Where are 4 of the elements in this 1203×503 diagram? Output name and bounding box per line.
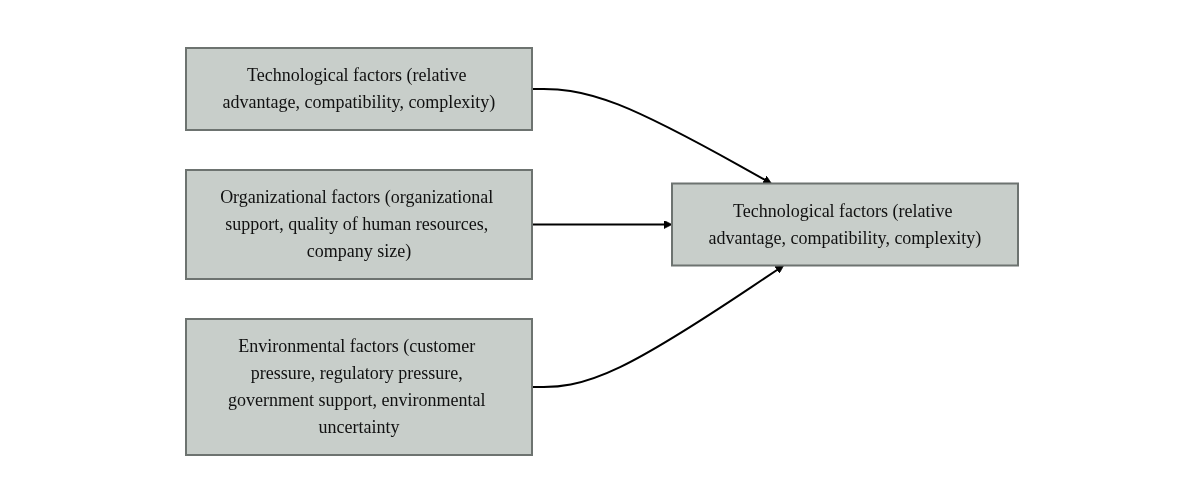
node-box: Technological factors (relative advantage, compatibility, complexity)	[184, 47, 533, 131]
node-box: Environmental factors (customer pressure, regulatory pressure, government support, environmental uncertainty	[184, 318, 533, 456]
node-box: Organizational factors (organizational support, quality of human resources, company size)	[184, 169, 533, 280]
node-box: Technological factors (relative advantage, compatibility, complexity)	[670, 182, 1019, 267]
